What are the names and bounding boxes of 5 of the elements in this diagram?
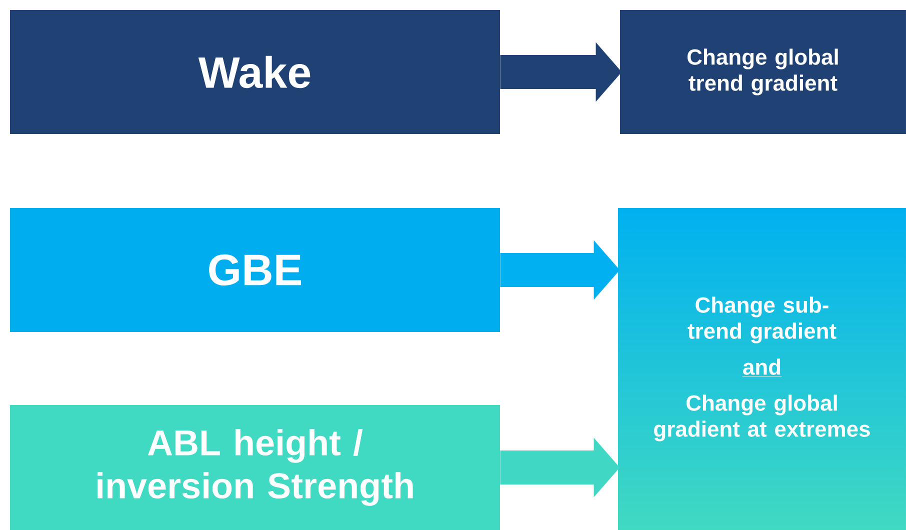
result-box: Change sub-trend gradient and Change global gradient at extremes xyxy=(654,296,870,442)
result-box: Change global trend gradient xyxy=(620,10,906,134)
process-box: ABL height / inversion Strength xyxy=(10,404,500,530)
process-box: GBE xyxy=(10,208,500,332)
process-box: Wake xyxy=(10,10,500,134)
